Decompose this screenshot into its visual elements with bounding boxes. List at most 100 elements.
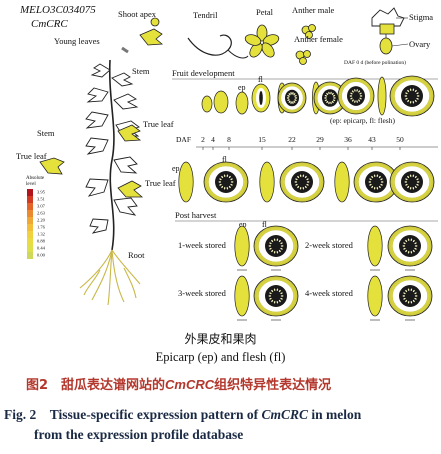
epicarp-slice — [367, 275, 383, 317]
melon-section — [234, 225, 250, 267]
daf-tick: 36 — [344, 135, 352, 144]
epicarp-slice — [367, 225, 383, 267]
label-anther-female: Anther female — [294, 34, 343, 44]
melon-section — [203, 161, 249, 203]
fig-zh-prefix: 图2 甜瓜表达谱网站的 — [26, 378, 166, 393]
legend-swatch — [27, 252, 33, 259]
daf-tick: 8 — [227, 135, 231, 144]
row2-fl: fl — [222, 155, 228, 164]
label-anther-male: Anther male — [292, 5, 334, 15]
row2-ep: ep — [172, 164, 180, 173]
legend-swatch — [27, 231, 33, 238]
label-1-week: 1-week stored — [178, 240, 227, 250]
legend-swatch — [27, 238, 33, 245]
legend-tick: 0.00 — [37, 253, 46, 258]
legend-tick: 2.63 — [37, 211, 46, 216]
melon-section — [253, 275, 299, 317]
daf-tick: 2 — [201, 135, 205, 144]
melon-section — [259, 161, 275, 203]
label-true-leaf-3: True leaf — [145, 178, 176, 188]
label-shoot-apex: Shoot apex — [118, 9, 157, 19]
melon-section — [313, 81, 347, 115]
epicarp-slice — [259, 161, 275, 203]
shoot-apex-mark — [150, 17, 160, 27]
daf-tick: 43 — [368, 135, 376, 144]
legend-swatch — [27, 217, 33, 224]
melon-section — [377, 76, 387, 116]
daf-axis-label: DAF — [176, 135, 191, 144]
anther-male-drawing — [301, 24, 316, 39]
melon-section — [387, 275, 433, 317]
gene-name: CmCRC — [31, 18, 68, 30]
legend-tick: 1.32 — [37, 232, 45, 237]
figure-caption-en-line2: from the expression profile database — [34, 427, 244, 442]
melon-section — [389, 75, 435, 117]
fruit-dev-fl: fl — [258, 75, 264, 84]
figure-caption-en-line1: Fig. 2 Tissue-specific expression patter… — [4, 403, 361, 423]
fruit-daf-4 — [213, 90, 229, 114]
fig-zh-suffix: 组织特异性表达情况 — [214, 378, 332, 393]
post-harvest-fl: fl — [262, 220, 268, 229]
melon-section — [389, 161, 435, 203]
melon-section — [178, 161, 194, 203]
legend-tick: 3.95 — [37, 190, 46, 195]
fig-en-prefix: Fig. 2 Tissue-specific expression patter… — [4, 407, 262, 422]
fruit-daf-8-ep — [235, 91, 249, 115]
post-harvest-title: Post harvest — [175, 210, 217, 220]
epicarp-slice — [234, 225, 250, 267]
fruit-row-2 — [178, 161, 435, 203]
label-stem-top: Stem — [132, 66, 150, 76]
label-tendril: Tendril — [193, 10, 218, 20]
tendril-drawing — [187, 34, 232, 56]
label-petal: Petal — [256, 7, 274, 17]
legend-tick: 0.88 — [37, 239, 46, 244]
legend-tick: 2.20 — [37, 218, 46, 223]
fruit-daf-2 — [201, 95, 213, 113]
fruit-dev-title: Fruit development — [172, 68, 235, 78]
legend-title-2: level — [26, 182, 36, 187]
melon-section — [334, 161, 350, 203]
leaf-expression-marks — [39, 124, 144, 198]
melon-plant — [39, 17, 164, 306]
fruit-daf-8-fl — [251, 83, 271, 113]
anther-female-drawing — [295, 50, 311, 65]
melon-section — [234, 275, 250, 317]
melon-section — [367, 275, 383, 317]
epicarp-slice — [234, 275, 250, 317]
legend-tick: 3.07 — [37, 204, 46, 209]
melon-section — [253, 225, 299, 267]
label-stem-mid: Stem — [37, 128, 55, 138]
early-fruits — [201, 83, 271, 115]
daf-tick: 4 — [211, 135, 215, 144]
daf-tick: 22 — [288, 135, 296, 144]
legend-tick: 1.76 — [37, 225, 46, 230]
epicarp-slice — [377, 76, 387, 116]
root-system — [79, 249, 141, 306]
legend-swatch — [27, 245, 33, 252]
fig-en-suffix: in melon — [308, 407, 362, 422]
label-true-leaf-2: True leaf — [16, 151, 47, 161]
fruit-row-1 — [277, 75, 435, 117]
fig-zh-gene: CmCRC — [165, 377, 215, 392]
caption-zh-sub: 外果皮和果肉 — [184, 332, 257, 346]
petal-drawing — [244, 24, 280, 58]
epicarp-slice — [178, 161, 194, 203]
legend-swatch — [27, 203, 33, 210]
organ-row — [187, 7, 409, 65]
caption-en-sub: Epicarp (ep) and flesh (fl) — [155, 350, 286, 364]
label-3-week: 3-week stored — [178, 288, 227, 298]
epicarp-slice — [334, 161, 350, 203]
daf-tick: 50 — [396, 135, 404, 144]
young-leaves-mark — [139, 28, 164, 46]
daf-tick: 15 — [258, 135, 266, 144]
figure-caption-zh: 图2 甜瓜表达谱网站的CmCRC组织特异性表达情况 — [26, 374, 331, 393]
fig-en-gene: CmCRC — [261, 407, 309, 422]
legend-swatch — [27, 189, 33, 196]
daf-tick: 29 — [316, 135, 324, 144]
label-root: Root — [128, 250, 145, 260]
legend-swatch — [27, 196, 33, 203]
expression-legend: Absolute level 3.953.513.072.632.201.761… — [26, 176, 46, 259]
legend-tick: 0.44 — [37, 246, 46, 251]
